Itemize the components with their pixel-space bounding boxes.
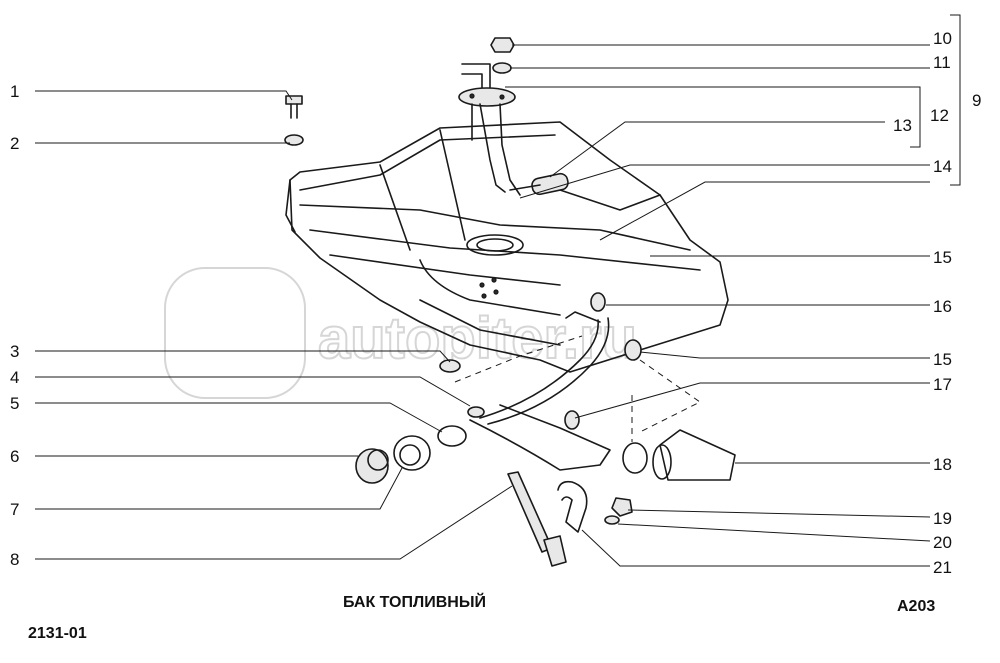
filler-cap-and-ring [355, 429, 736, 484]
watermark-text: autopiter.ru [318, 306, 637, 371]
callout-2: 2 [10, 134, 19, 153]
mounting-hardware [507, 471, 633, 567]
callout-21: 21 [933, 558, 952, 577]
callout-12: 12 [930, 106, 949, 125]
callout-15-bottom: 15 [933, 350, 952, 369]
callout-1: 1 [10, 82, 19, 101]
drawing-code: 2131-01 [28, 625, 87, 642]
callout-numbers-right: 10 11 13 12 9 14 15 16 15 17 18 19 20 21 [893, 29, 981, 577]
figure-code: A203 [897, 598, 935, 615]
callout-3: 3 [10, 342, 19, 361]
fuel-level-sender [458, 63, 569, 196]
leader-lines [35, 14, 961, 567]
callout-20: 20 [933, 533, 952, 552]
filler-hose [469, 311, 611, 471]
bolt-and-washer [284, 95, 304, 146]
callout-6: 6 [10, 447, 19, 466]
callout-16: 16 [933, 297, 952, 316]
fuel-tank [285, 121, 729, 373]
callout-18: 18 [933, 455, 952, 474]
callout-4: 4 [10, 368, 19, 387]
callout-10: 10 [933, 29, 952, 48]
diagram-caption: БАК ТОПЛИВНЫЙ [343, 592, 486, 611]
callout-17: 17 [933, 375, 952, 394]
assembly-lines [454, 335, 701, 442]
callout-8: 8 [10, 550, 19, 569]
callout-5: 5 [10, 394, 19, 413]
callout-numbers-left: 1 2 3 4 5 6 7 8 [10, 82, 19, 569]
hose-clamps [437, 292, 648, 474]
callout-15-top: 15 [933, 248, 952, 267]
callout-14: 14 [933, 157, 952, 176]
watermark: autopiter.ru [164, 267, 638, 399]
callout-9: 9 [972, 91, 981, 110]
callout-19: 19 [933, 509, 952, 528]
callout-13: 13 [893, 116, 912, 135]
callout-11: 11 [933, 53, 951, 72]
callout-7: 7 [10, 500, 19, 519]
